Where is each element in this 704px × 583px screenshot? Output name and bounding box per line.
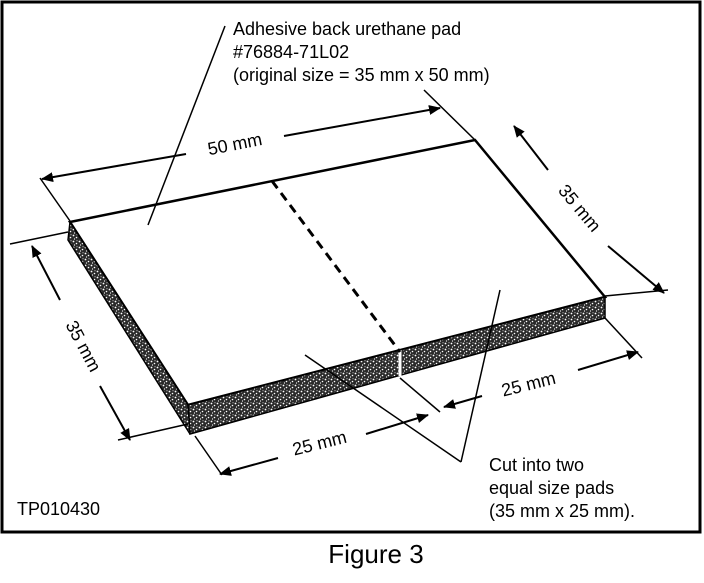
dim-25-right-label: 25 mm — [499, 368, 557, 401]
cut-note-line-1: Cut into two — [489, 455, 584, 475]
ext-line-bottom-left — [194, 435, 223, 476]
dim-35-right-label: 35 mm — [554, 181, 605, 236]
dim-35l-arrow-top — [31, 245, 61, 301]
ext-line-left-top — [9, 231, 69, 245]
dim-50-label: 50 mm — [206, 129, 264, 159]
ext-line-top-right — [423, 89, 476, 141]
pad-name-leader — [147, 25, 226, 226]
dim-25r-arrow-right — [577, 350, 639, 371]
cut-leader-right — [460, 289, 501, 463]
cut-note-line-2: equal size pads — [489, 478, 614, 498]
dim-25-left-label: 25 mm — [290, 427, 348, 460]
dim-25l-arrow-left — [219, 457, 279, 476]
figure-caption: Figure 3 — [328, 539, 423, 569]
pad-left-edge — [67, 219, 191, 435]
ext-line-right — [604, 289, 669, 297]
cut-line — [270, 180, 402, 353]
cut-leader-left — [304, 354, 462, 463]
ext-line-top-left — [39, 177, 71, 222]
cut-note-line-3: (35 mm x 25 mm). — [489, 501, 635, 521]
dim-35r-arrow-bottom — [607, 245, 665, 294]
dim-50-arrow-right — [283, 105, 441, 137]
dim-50-arrow-left — [41, 153, 187, 183]
ext-line-bottom-mid — [399, 377, 441, 413]
figure-border — [0, 0, 702, 534]
dim-35r-arrow-top — [513, 125, 549, 171]
dim-25l-arrow-right — [365, 413, 429, 435]
pad-name-line-1: Adhesive back urethane pad — [233, 19, 461, 39]
pad-original-size: (original size = 35 mm x 50 mm) — [233, 65, 490, 85]
figure-id: TP010430 — [17, 499, 100, 519]
dim-35-left-label: 35 mm — [62, 317, 105, 375]
dim-35l-arrow-bottom — [99, 385, 131, 441]
pad-part-number: #76884-71L02 — [233, 42, 349, 62]
dim-25r-arrow-left — [443, 395, 483, 409]
